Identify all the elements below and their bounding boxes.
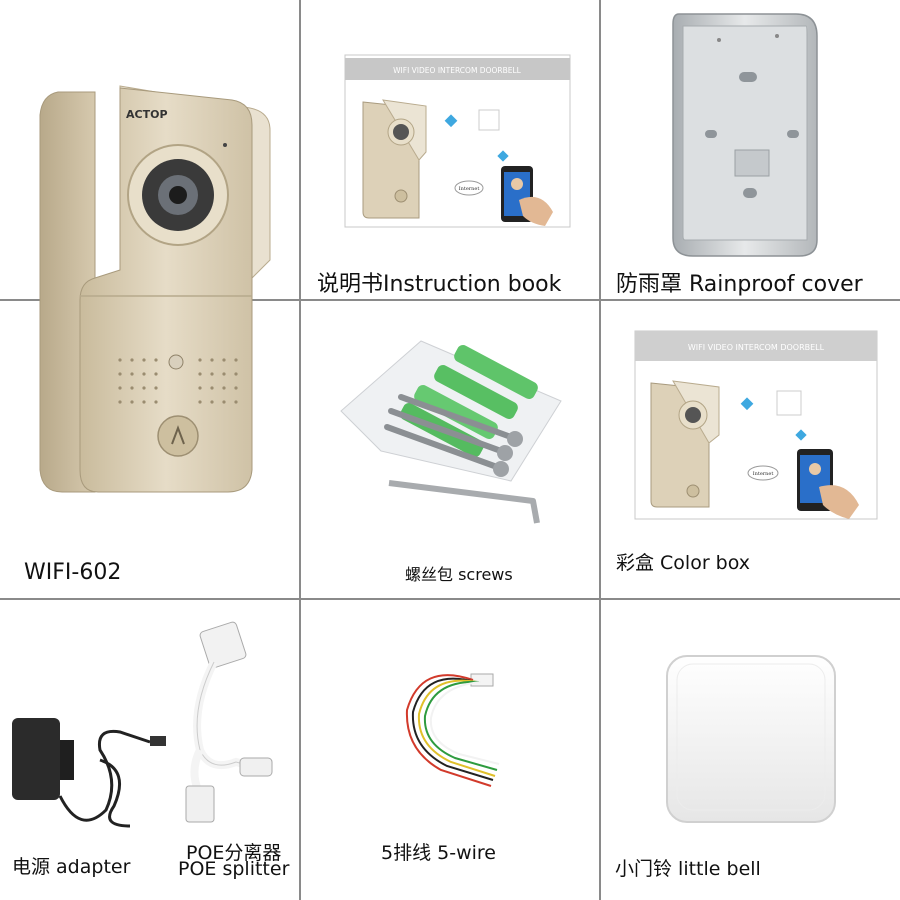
poe-splitter: [185, 621, 273, 823]
cell-rainproof: 防雨罩 Rainproof cover: [601, 0, 900, 299]
speaker-grille: [118, 358, 238, 404]
adapter-image: [12, 621, 273, 828]
power-adapter: [12, 718, 60, 800]
doorbell-image: ACTOP: [39, 85, 271, 493]
grid-divider: [0, 299, 900, 301]
caption-doorbell: WIFI-602: [24, 560, 122, 585]
svg-text:Internet: Internet: [753, 471, 774, 477]
cell-adapter: 电源 adapter POE分离器 POE splitter: [0, 600, 299, 900]
color-box-image: WIFI VIDEO INTERCOM DOORBELL Internet: [634, 330, 878, 520]
book-cover-title: WIFI VIDEO INTERCOM DOORBELL: [393, 66, 522, 75]
instruction-book-image: WIFI VIDEO INTERCOM DOORBELL Internet: [344, 54, 571, 228]
screws-bag-image: [340, 340, 562, 524]
cell-wire: 5排线 5-wire: [301, 600, 599, 900]
little-bell-image: [666, 655, 836, 823]
caption-poe-en: POE splitter: [178, 858, 290, 880]
caption-wire: 5排线 5-wire: [381, 842, 496, 864]
cell-instruction: WIFI VIDEO INTERCOM DOORBELL Internet 说明…: [301, 0, 599, 299]
hex-key: [388, 480, 540, 524]
grid-divider: [0, 598, 900, 600]
rainproof-cover-image: [672, 13, 818, 257]
caption-instruction: 说明书Instruction book: [317, 272, 562, 297]
grid-divider: [599, 0, 601, 900]
color-box-title: WIFI VIDEO INTERCOM DOORBELL: [688, 343, 825, 352]
cell-colorbox: WIFI VIDEO INTERCOM DOORBELL Internet 彩盒…: [601, 301, 900, 598]
brand-logo: ACTOP: [126, 108, 168, 121]
caption-poe-cn: POE分离器: [186, 842, 282, 864]
cell-screws: 螺丝包 screws: [301, 301, 599, 598]
caption-adapter: 电源 adapter: [12, 856, 131, 878]
five-wire-image: [405, 673, 500, 787]
screw-set: [384, 394, 514, 470]
caption-bell: 小门铃 little bell: [615, 858, 761, 880]
caption-rainproof: 防雨罩 Rainproof cover: [616, 272, 863, 297]
svg-text:Internet: Internet: [459, 186, 480, 192]
caption-screws: 螺丝包 screws: [405, 565, 513, 584]
cell-doorbell: ACTOP WIFI-602: [0, 0, 299, 598]
grid-divider: [299, 0, 301, 900]
caption-colorbox: 彩盒 Color box: [616, 552, 751, 574]
cell-bell: 小门铃 little bell: [601, 600, 900, 900]
